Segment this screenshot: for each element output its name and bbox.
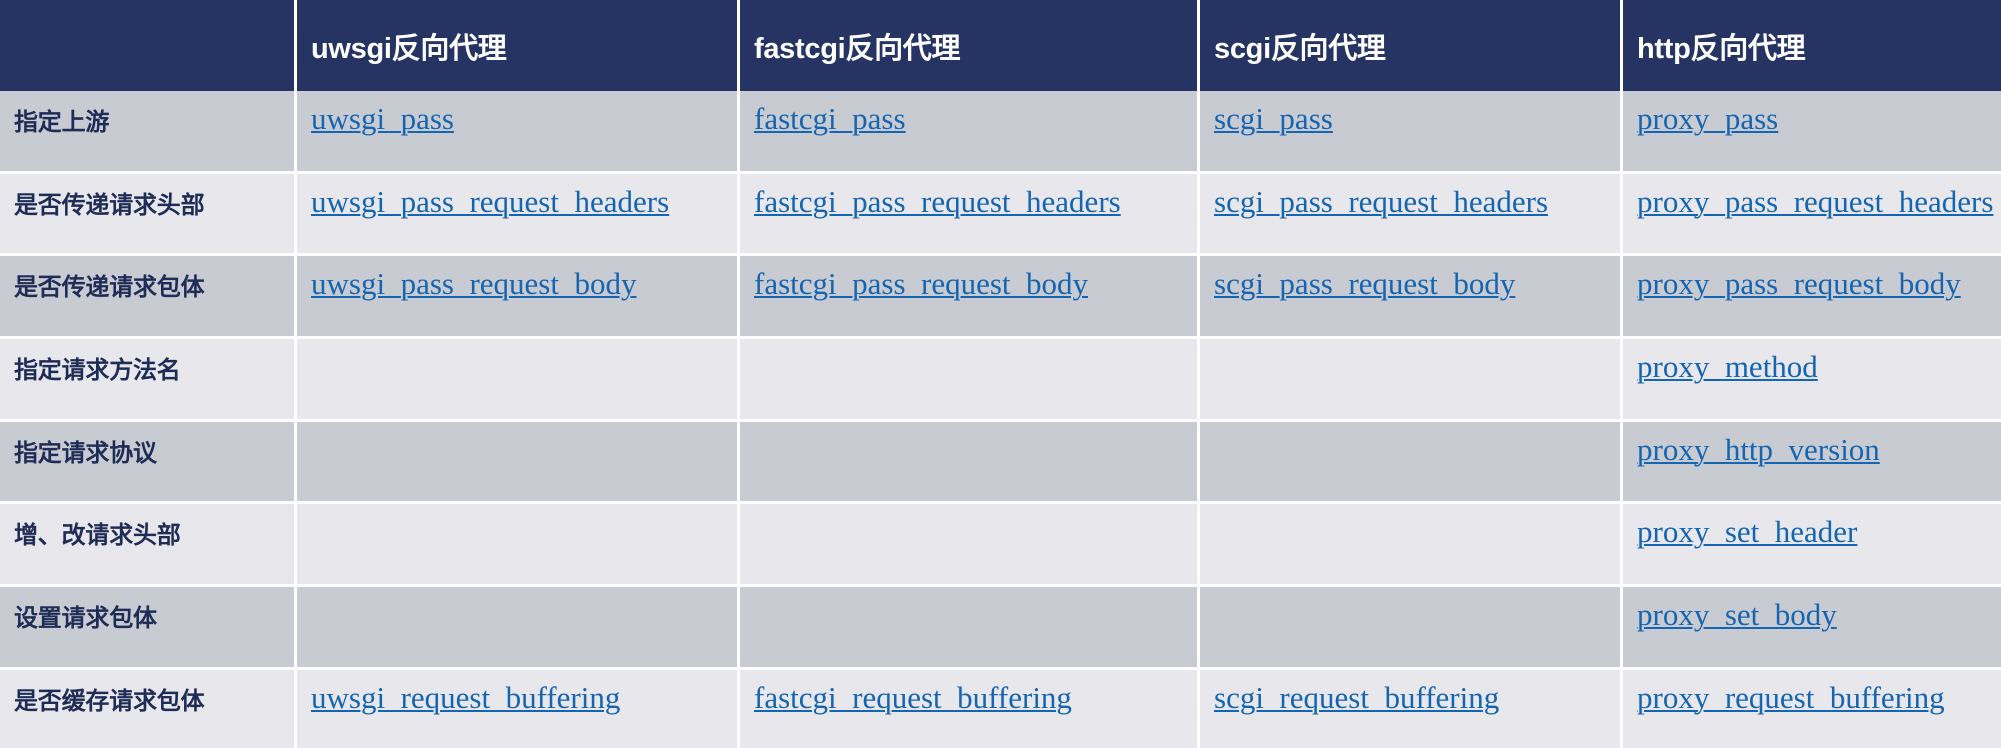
- table-row: 设置请求包体 proxy_set_body: [0, 587, 2001, 670]
- directive-cell-scgi: [1200, 587, 1623, 670]
- directive-cell-uwsgi: [297, 504, 740, 588]
- directive-link[interactable]: proxy_request_buffering: [1637, 679, 1945, 715]
- directive-link[interactable]: proxy_http_version: [1637, 431, 1880, 467]
- directive-cell-scgi: [1200, 504, 1623, 588]
- table-row: 是否缓存请求包体 uwsgi_request_buffering fastcgi_r…: [0, 669, 2001, 748]
- directive-cell-scgi: scgi_request_buffering: [1200, 669, 1623, 748]
- directive-cell-http: proxy_set_body: [1623, 587, 2001, 670]
- directive-cell-scgi: [1200, 421, 1623, 505]
- table-row: 指定上游 uwsgi_pass fastcgi_pass scgi_pass proxy…: [0, 91, 2001, 174]
- directive-link[interactable]: proxy_pass: [1637, 101, 1779, 136]
- directive-cell-fastcgi: fastcgi_pass: [740, 91, 1200, 174]
- feature-label-cell: 是否缓存请求包体: [0, 669, 297, 748]
- directive-link[interactable]: scgi_pass_request_headers: [1214, 183, 1549, 219]
- directive-cell-scgi: scgi_pass_request_body: [1200, 256, 1623, 340]
- directive-cell-http: proxy_method: [1623, 339, 2001, 422]
- header-cell-http: http反向代理: [1623, 0, 2001, 91]
- table-row: 增、改请求头部 proxy_set_header: [0, 504, 2001, 588]
- feature-label-cell: 是否传递请求包体: [0, 256, 297, 340]
- directive-link[interactable]: fastcgi_pass_request_body: [754, 266, 1089, 302]
- table-row: 是否传递请求头部 uwsgi_pass_request_headers fastcg…: [0, 173, 2001, 257]
- table-row: 是否传递请求包体 uwsgi_pass_request_body fastcgi_p…: [0, 256, 2001, 340]
- feature-label-cell: 增、改请求头部: [0, 504, 297, 588]
- header-row: uwsgi反向代理 fastcgi反向代理 scgi反向代理 http反向代理: [0, 0, 2001, 91]
- directive-link[interactable]: fastcgi_request_buffering: [754, 679, 1072, 715]
- directive-cell-http: proxy_http_version: [1623, 421, 2001, 505]
- header-cell-feature: [0, 0, 297, 91]
- directive-link[interactable]: uwsgi_pass_request_body: [311, 266, 637, 302]
- directive-cell-uwsgi: uwsgi_pass_request_body: [297, 256, 740, 340]
- table-header: uwsgi反向代理 fastcgi反向代理 scgi反向代理 http反向代理: [0, 0, 2001, 91]
- directive-cell-uwsgi: [297, 339, 740, 422]
- header-cell-scgi: scgi反向代理: [1200, 0, 1623, 91]
- directive-link[interactable]: proxy_method: [1637, 349, 1818, 385]
- directive-cell-uwsgi: uwsgi_pass: [297, 91, 740, 174]
- directive-link[interactable]: proxy_pass_request_body: [1637, 266, 1961, 302]
- header-cell-uwsgi: uwsgi反向代理: [297, 0, 740, 91]
- header-cell-fastcgi: fastcgi反向代理: [740, 0, 1200, 91]
- directive-cell-fastcgi: [740, 587, 1200, 670]
- directive-link[interactable]: proxy_set_header: [1637, 514, 1858, 550]
- table-row: 指定请求方法名 proxy_method: [0, 339, 2001, 422]
- directive-cell-fastcgi: fastcgi_pass_request_headers: [740, 173, 1200, 257]
- directive-cell-uwsgi: uwsgi_request_buffering: [297, 669, 740, 748]
- directive-cell-http: proxy_set_header: [1623, 504, 2001, 588]
- directive-link[interactable]: uwsgi_pass: [311, 101, 454, 136]
- directive-cell-fastcgi: [740, 421, 1200, 505]
- directive-cell-fastcgi: fastcgi_request_buffering: [740, 669, 1200, 748]
- directive-link[interactable]: fastcgi_pass: [754, 101, 906, 136]
- directive-link[interactable]: proxy_set_body: [1637, 597, 1837, 633]
- directive-cell-fastcgi: fastcgi_pass_request_body: [740, 256, 1200, 340]
- directive-cell-scgi: [1200, 339, 1623, 422]
- feature-label-cell: 指定上游: [0, 91, 297, 174]
- directive-cell-uwsgi: [297, 587, 740, 670]
- directive-cell-http: proxy_request_buffering: [1623, 669, 2001, 748]
- directive-link[interactable]: proxy_pass_request_headers: [1637, 183, 1994, 219]
- directive-cell-scgi: scgi_pass: [1200, 91, 1623, 174]
- directive-link[interactable]: scgi_pass: [1214, 101, 1333, 136]
- feature-label-cell: 是否传递请求头部: [0, 173, 297, 257]
- directive-cell-uwsgi: uwsgi_pass_request_headers: [297, 173, 740, 257]
- directive-link[interactable]: scgi_pass_request_body: [1214, 266, 1516, 302]
- feature-label-cell: 设置请求包体: [0, 587, 297, 670]
- directive-link[interactable]: uwsgi_pass_request_headers: [311, 183, 670, 219]
- directive-cell-scgi: scgi_pass_request_headers: [1200, 173, 1623, 257]
- directive-link[interactable]: uwsgi_request_buffering: [311, 679, 621, 715]
- directive-cell-fastcgi: [740, 339, 1200, 422]
- table-row: 指定请求协议 proxy_http_version: [0, 421, 2001, 505]
- directive-cell-http: proxy_pass_request_headers: [1623, 173, 2001, 257]
- directive-cell-fastcgi: [740, 504, 1200, 588]
- feature-label-cell: 指定请求协议: [0, 421, 297, 505]
- directive-link[interactable]: fastcgi_pass_request_headers: [754, 183, 1121, 219]
- directive-link[interactable]: scgi_request_buffering: [1214, 679, 1500, 715]
- directive-cell-http: proxy_pass: [1623, 91, 2001, 174]
- directive-cell-uwsgi: [297, 421, 740, 505]
- directive-cell-http: proxy_pass_request_body: [1623, 256, 2001, 340]
- feature-label-cell: 指定请求方法名: [0, 339, 297, 422]
